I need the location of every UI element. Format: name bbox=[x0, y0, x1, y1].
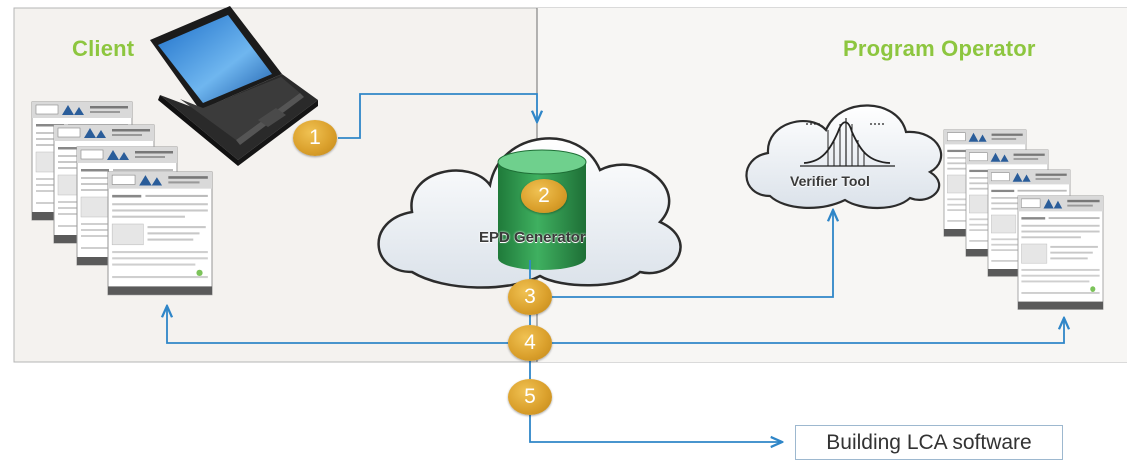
verifier-tool-label: Verifier Tool bbox=[790, 173, 870, 189]
step-badge-2: 2 bbox=[521, 179, 567, 213]
arrow-to-lca-software bbox=[529, 415, 782, 442]
program-operator-label: Program Operator bbox=[843, 36, 1036, 61]
step-badge-4: 4 bbox=[508, 325, 552, 361]
lca-software-box: Building LCA software bbox=[795, 425, 1063, 460]
step-badge-5: 5 bbox=[508, 379, 552, 415]
flow-arrows bbox=[167, 93, 1064, 442]
cloud-icon bbox=[745, 104, 943, 209]
epd-generator-label: EPD Generator bbox=[479, 229, 586, 246]
bell-curve-icon bbox=[800, 118, 895, 167]
arrow-generator-to-verifier bbox=[552, 210, 833, 298]
arrow-client-to-generator bbox=[338, 93, 537, 139]
laptop-icon bbox=[150, 6, 318, 166]
arrow-to-operator-docs bbox=[552, 318, 1064, 344]
step-badge-3: 3 bbox=[508, 279, 552, 315]
arrow-to-client-docs bbox=[167, 306, 508, 344]
client-label: Client bbox=[72, 36, 135, 61]
step-badge-1: 1 bbox=[293, 120, 337, 156]
